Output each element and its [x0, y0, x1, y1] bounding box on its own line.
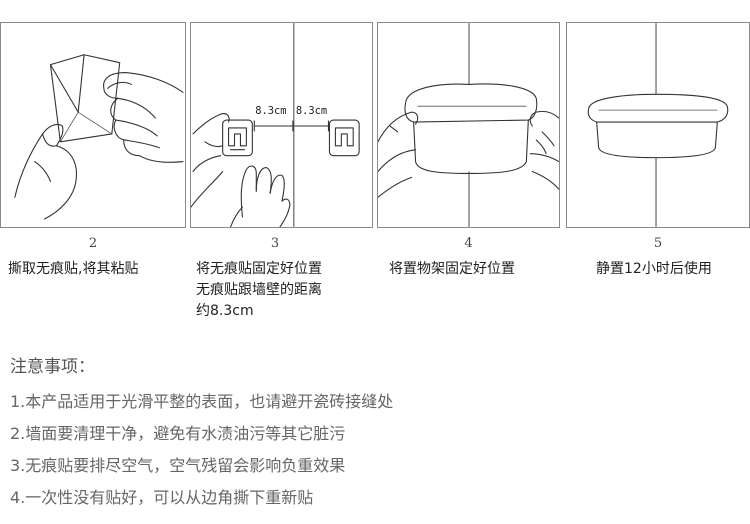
- step-number: 2: [88, 236, 98, 251]
- step-caption: 撕取无痕贴,将其粘贴: [8, 259, 138, 280]
- resting-shelf-illustration: [587, 23, 729, 227]
- note-item: 1.本产品适用于光滑平整的表面，也请避开瓷砖接缝处: [10, 392, 394, 411]
- note-item: 4.一次性没有贴好，可以从边角撕下重新贴: [10, 488, 314, 507]
- caption-line: 将无痕贴固定好位置: [196, 261, 322, 277]
- step-number: 5: [653, 236, 663, 251]
- position-hooks-illustration: 8.3cm 8.3cm: [191, 23, 360, 227]
- step-number: 3: [270, 236, 280, 251]
- step-2-illustration: [0, 22, 186, 228]
- step-caption: 将置物架固定好位置: [389, 259, 515, 280]
- step-caption: 将无痕贴固定好位置 无痕贴跟墙壁的距离 约8.3cm: [196, 259, 322, 322]
- step-4-illustration: [377, 22, 560, 228]
- peel-sticker-illustration: [14, 54, 184, 220]
- attach-shelf-illustration: [378, 23, 559, 227]
- step-number: 4: [464, 236, 473, 251]
- caption-line: 无痕贴跟墙壁的距离: [196, 282, 322, 298]
- note-item: 3.无痕贴要排尽空气，空气残留会影响负重效果: [10, 456, 346, 475]
- caption-line: 将置物架固定好位置: [389, 261, 515, 277]
- left-distance-label: 8.3cm: [255, 105, 286, 117]
- right-distance-label: 8.3cm: [296, 105, 327, 117]
- step-5-illustration: [566, 22, 750, 228]
- caption-line: 约8.3cm: [196, 303, 254, 319]
- step-3-illustration: 8.3cm 8.3cm: [190, 22, 373, 228]
- caption-line: 静置12小时后使用: [596, 261, 712, 277]
- notes-title: 注意事项：: [10, 357, 95, 377]
- note-item: 2.墙面要清理干净，避免有水渍油污等其它脏污: [10, 424, 346, 443]
- step-caption: 静置12小时后使用: [596, 259, 712, 280]
- caption-line: 撕取无痕贴,将其粘贴: [8, 261, 139, 277]
